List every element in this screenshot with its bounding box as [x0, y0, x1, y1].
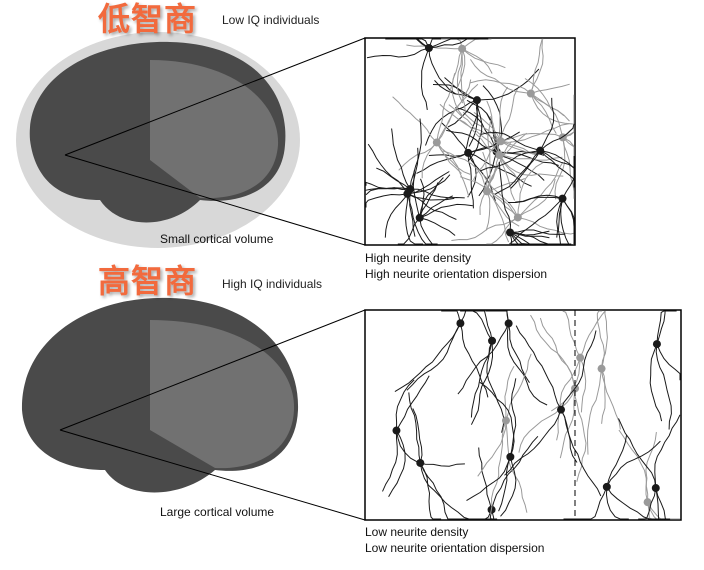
volume-label-bottom: Large cortical volume: [160, 505, 275, 519]
neuron: [466, 378, 517, 517]
neuron: [649, 310, 681, 430]
overlay-label-bottom: 高智商: [98, 262, 198, 300]
brain-small-volume: [16, 32, 300, 248]
neuron: [460, 310, 505, 433]
neuron: [382, 375, 465, 498]
neuron: [442, 120, 528, 243]
neurons-dense: [365, 38, 575, 245]
neuron: [504, 325, 602, 497]
neuron: [586, 310, 621, 455]
neuron: [392, 73, 479, 197]
neuron: [365, 118, 465, 238]
neuron: [365, 143, 457, 245]
neuron: [451, 162, 575, 245]
neuron: [508, 156, 575, 245]
density-label-top: High neurite density: [365, 251, 472, 265]
neuron: [518, 314, 587, 482]
neuron: [425, 68, 540, 161]
zoom-lines-top: [64, 37, 366, 246]
brain-large-volume: [21, 297, 299, 493]
neuron: [492, 78, 575, 200]
neurons-sparse: [382, 310, 681, 520]
neuron-panel-bottom: [364, 309, 682, 521]
neuron: [480, 97, 575, 195]
group-label-top: Low IQ individuals: [222, 13, 320, 27]
neuron: [457, 310, 548, 406]
neuron-panel-top: [364, 37, 576, 246]
overlay-label-top: 低智商: [98, 0, 198, 38]
density-label-bottom: Low neurite density: [365, 525, 469, 539]
group-label-bottom: High IQ individuals: [222, 277, 323, 291]
neuron: [477, 353, 532, 515]
neuron: [366, 38, 489, 110]
neuron: [448, 100, 564, 216]
dispersion-label-bottom: Low neurite orientation dispersion: [365, 541, 545, 555]
zoom-lines-bottom: [59, 309, 366, 521]
neuron: [408, 392, 481, 520]
volume-label-top: Small cortical volume: [160, 232, 274, 246]
dispersion-label-top: High neurite orientation dispersion: [365, 267, 548, 281]
neuron: [498, 161, 571, 245]
neuron: [563, 434, 671, 520]
